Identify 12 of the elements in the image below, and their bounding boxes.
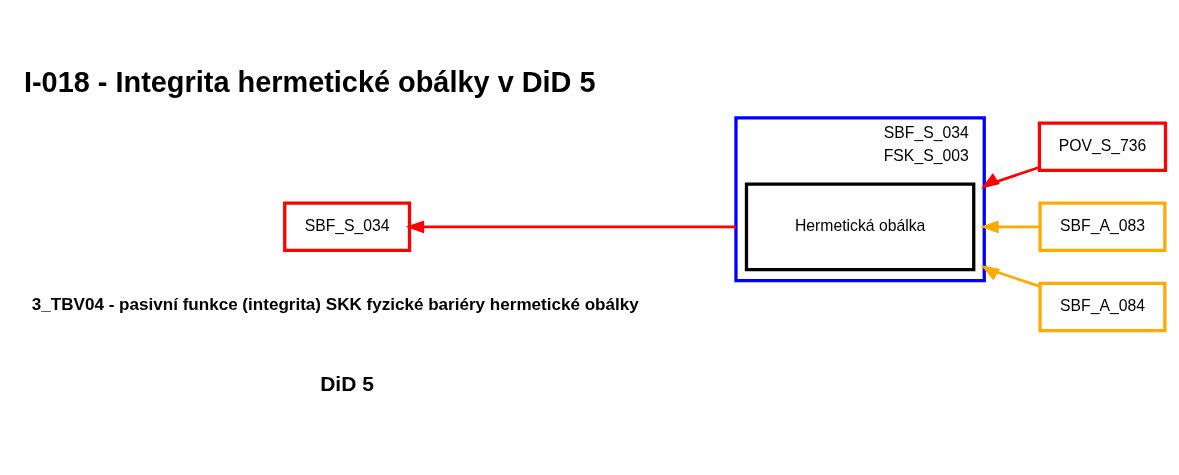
label: DiD 5 [320, 371, 374, 395]
node-box: Hermetická obálka [744, 182, 976, 271]
label: 3_TBV04 - pasivní funkce (integrita) SKK fyzické bariéry hermetické obálky [31, 294, 639, 314]
arrow [980, 219, 1041, 233]
diagram-title: I-018 - Integrita hermetické obálky v DiD 5 [23, 65, 596, 98]
node-box: SBF_S_034 [283, 201, 412, 252]
arrow [980, 165, 1040, 189]
arrow [980, 264, 1041, 288]
node-box: SBF_A_083 [1038, 201, 1167, 252]
node-box: SBF_A_084 [1038, 281, 1167, 332]
node-box: POV_S_736 [1037, 120, 1168, 172]
arrow [405, 219, 736, 233]
